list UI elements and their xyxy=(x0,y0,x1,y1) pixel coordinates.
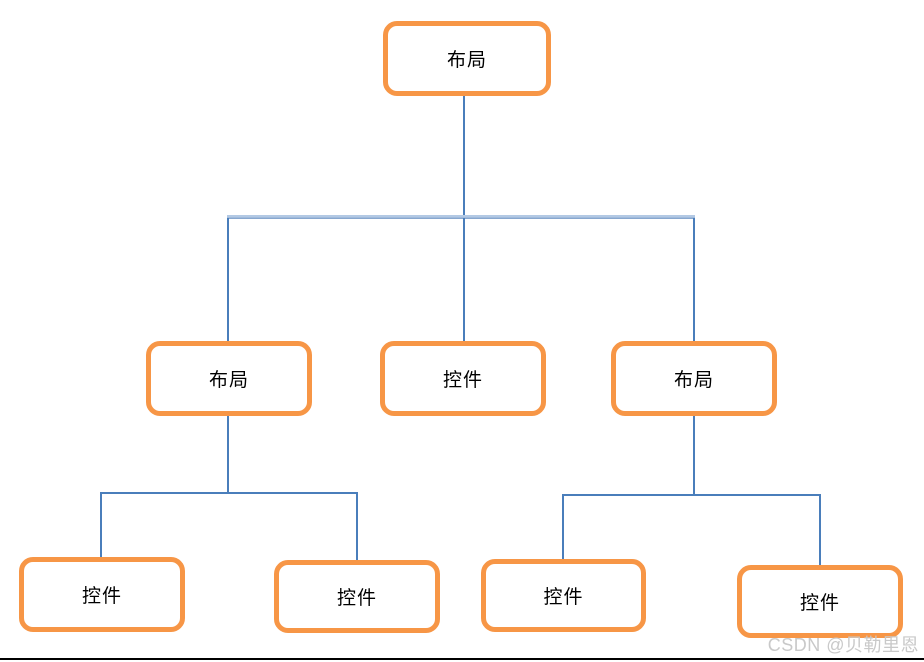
node-level3-control-d: 控件 xyxy=(737,565,903,638)
node-level2-layout-right: 布局 xyxy=(611,341,777,416)
connector-right-subtree-vertical xyxy=(693,416,695,494)
connector-main-horizontal xyxy=(227,215,695,219)
node-label: 布局 xyxy=(673,370,714,391)
node-label: 控件 xyxy=(543,587,584,608)
node-level3-control-a: 控件 xyxy=(19,557,185,632)
node-label: 布局 xyxy=(208,370,249,391)
node-label: 控件 xyxy=(799,593,840,614)
node-label: 布局 xyxy=(446,50,487,71)
node-root-layout: 布局 xyxy=(383,21,551,96)
connector-left-horizontal xyxy=(100,492,358,494)
csdn-watermark: CSDN @贝勒里恩 xyxy=(767,635,919,655)
connector-right-horizontal xyxy=(562,494,821,496)
connector-level2-left-vertical xyxy=(227,218,229,341)
connector-bottom-c-vertical xyxy=(562,496,564,559)
node-label: 控件 xyxy=(336,588,377,609)
bottom-edge-line xyxy=(0,658,924,660)
node-label: 控件 xyxy=(81,586,122,607)
node-level2-control-center: 控件 xyxy=(380,341,546,416)
connector-root-vertical xyxy=(463,96,465,218)
node-level2-layout-left: 布局 xyxy=(146,341,312,416)
node-level3-control-c: 控件 xyxy=(481,559,646,632)
connector-level2-center-vertical xyxy=(463,218,465,341)
connector-bottom-a-vertical xyxy=(100,494,102,557)
connector-bottom-b-vertical xyxy=(356,494,358,560)
connector-level2-right-vertical xyxy=(693,218,695,341)
node-label: 控件 xyxy=(442,370,483,391)
connector-left-subtree-vertical xyxy=(227,416,229,493)
connector-bottom-d-vertical xyxy=(819,496,821,565)
node-level3-control-b: 控件 xyxy=(274,560,440,633)
